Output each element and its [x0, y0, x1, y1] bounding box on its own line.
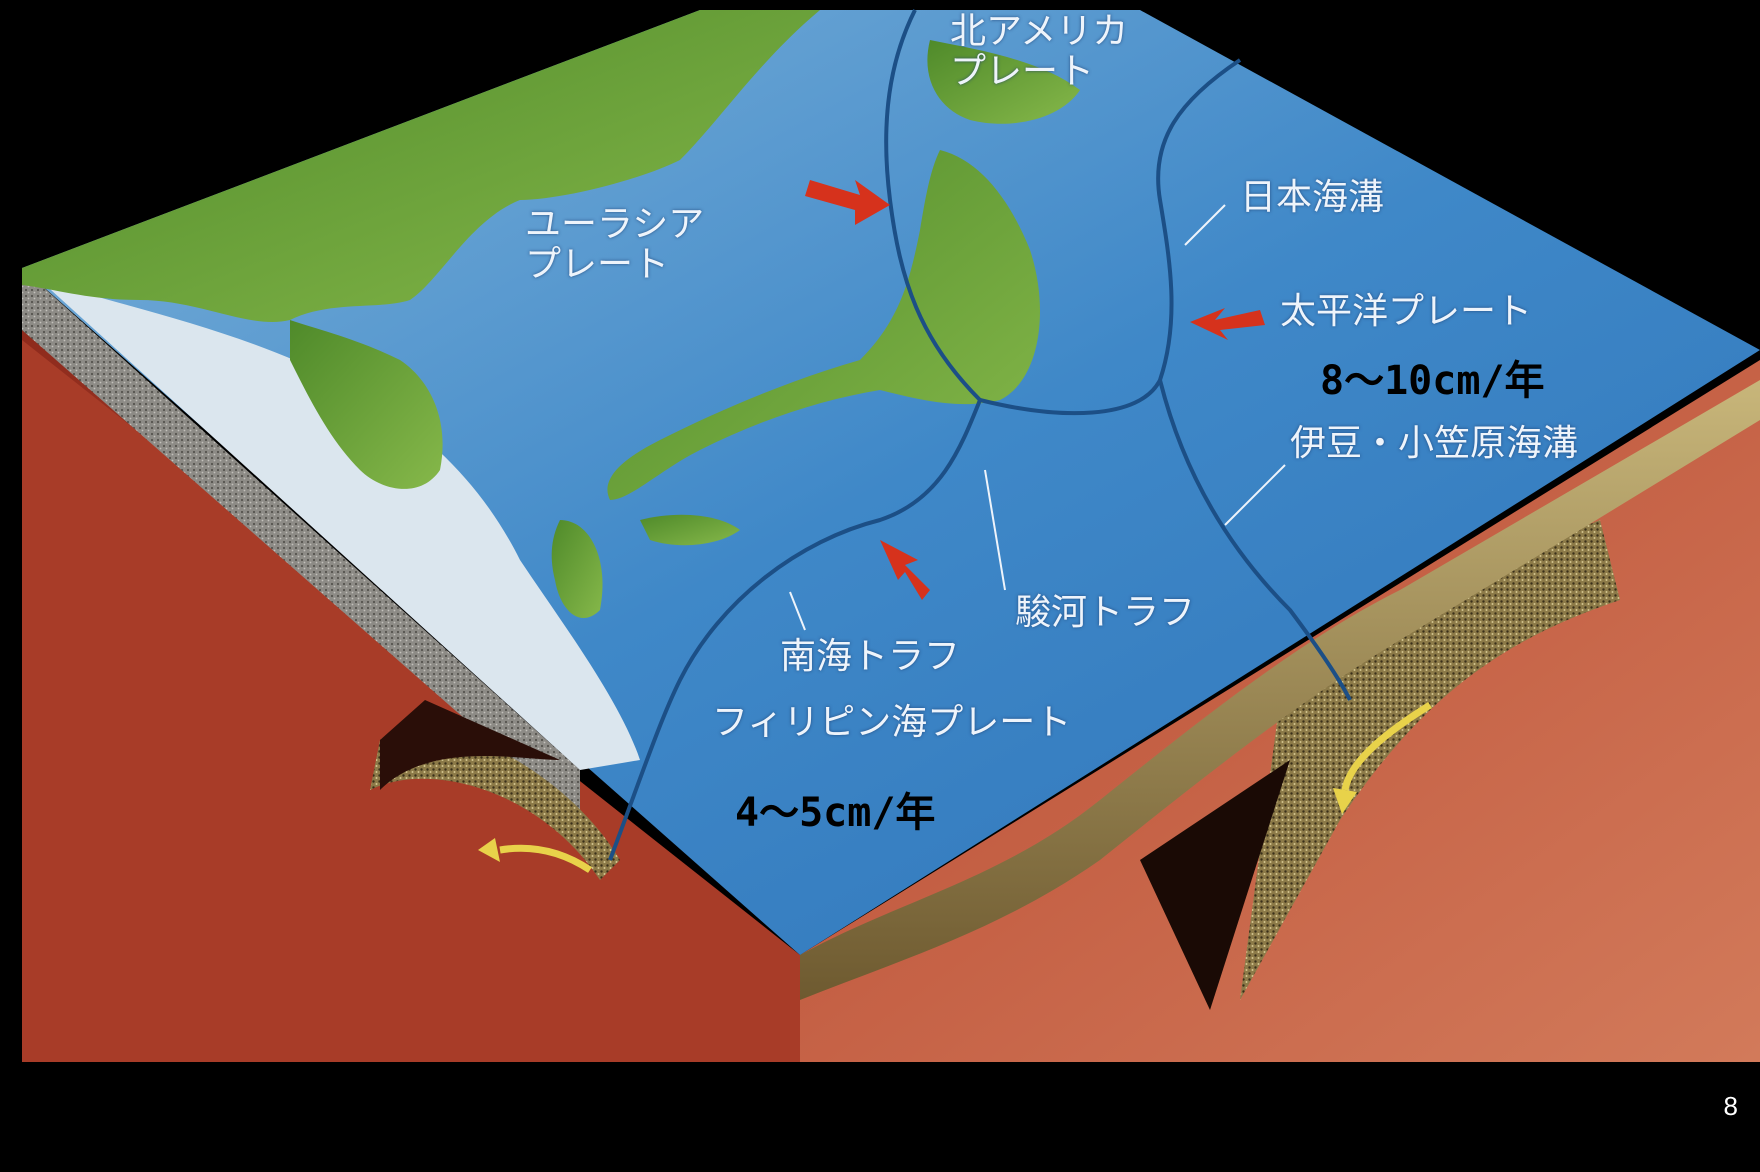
- hokkaido: [927, 40, 1080, 124]
- mantle-front-left: [22, 340, 800, 1062]
- nankai-trough-label: 南海トラフ: [780, 636, 961, 677]
- eurasia-plate-label: ユーラシア プレート: [525, 204, 705, 285]
- subducting-slab-left: [370, 727, 620, 880]
- crust-edge-left: [22, 268, 580, 820]
- arrow-slab-left-head: [478, 838, 500, 862]
- arrow-philippine-red: [880, 540, 930, 600]
- izu-trench-line: [1158, 379, 1352, 701]
- pacific-rate-label: 8～10cm/年: [1320, 358, 1545, 404]
- arrow-slab-left: [499, 844, 592, 873]
- japan-trench-line: [979, 58, 1242, 416]
- arrow-slab-right: [1341, 702, 1432, 791]
- honshu: [607, 150, 1040, 500]
- pacific-plate-label: 太平洋プレート: [1280, 291, 1533, 332]
- arrow-slab-right-head: [1333, 788, 1357, 814]
- suruga-trough-label: 駿河トラフ: [1015, 592, 1196, 633]
- slab-void-right: [1140, 760, 1290, 1010]
- arrow-pacific-red: [1190, 308, 1265, 340]
- crust-edge-right: [800, 380, 1760, 1000]
- nankai-trough-leader: [789, 591, 806, 631]
- asia-mainland: [22, 10, 820, 323]
- japan-trench-label: 日本海溝: [1240, 177, 1385, 218]
- shallow-sea-west: [40, 280, 640, 770]
- slab-void-left: [380, 700, 560, 790]
- shikoku: [640, 514, 740, 546]
- boundary-eurasia-na: [884, 9, 982, 402]
- izu-ogasawara-trench-label: 伊豆・小笠原海溝: [1290, 423, 1579, 464]
- kyushu: [551, 520, 603, 619]
- korean-peninsula: [290, 320, 443, 489]
- izu-trench-leader: [1224, 464, 1286, 526]
- north-america-plate-label: 北アメリカ プレート: [950, 11, 1129, 92]
- arrow-eurasia-red: [805, 180, 890, 225]
- suruga-trough-leader: [984, 469, 1006, 591]
- japan-trench-leader: [1184, 204, 1226, 246]
- page-number: 8: [1723, 1091, 1738, 1121]
- philippine-rate-label: 4～5cm/年: [735, 790, 936, 836]
- subducting-slab-right: [1240, 520, 1620, 1000]
- nankai-trough-line: [608, 399, 982, 861]
- philippine-sea-plate-label: フィリピン海プレート: [712, 702, 1072, 743]
